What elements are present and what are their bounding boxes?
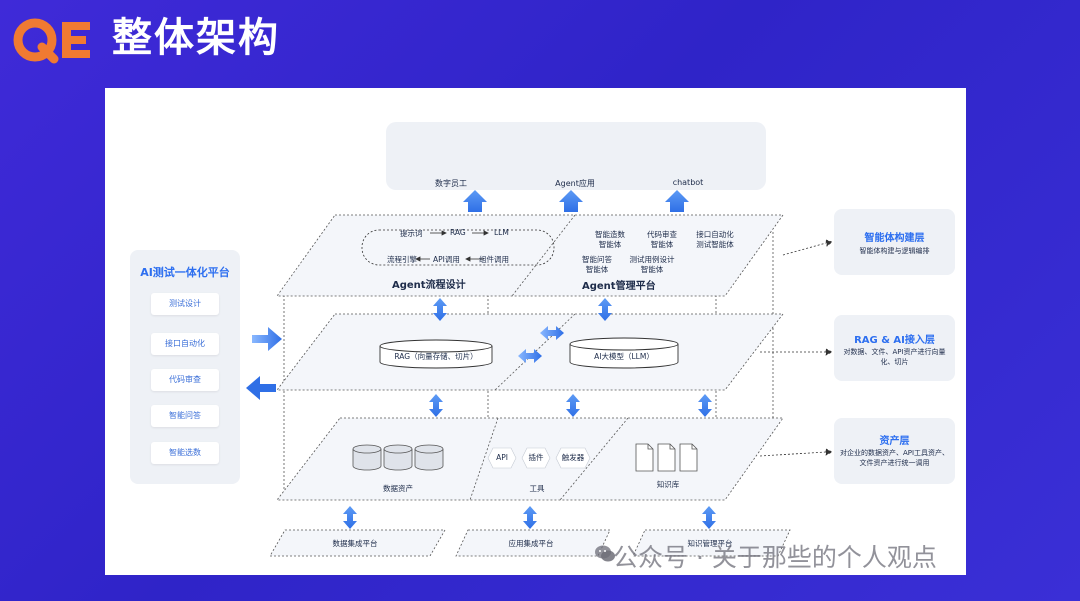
qe-logo [13, 18, 90, 64]
right-layer-agent-build: 智能体构建层 智能体构建与逻辑编排 [834, 209, 955, 275]
app-label-chatbot: chatbot [672, 178, 704, 187]
horizontal-arrows [518, 326, 564, 363]
right-layer-desc: 对数据、文件、API资产进行向量化、切片 [843, 348, 946, 366]
arrow-right-to-platform [252, 327, 282, 351]
agent-flow-loop [361, 229, 555, 266]
flow-chain-arrows [415, 230, 489, 262]
sidebar-item-api-automation[interactable]: 接口自动化 [151, 333, 219, 355]
chain-rag: RAG [450, 228, 466, 237]
agent-smart-data-l1: 智能造数 [595, 230, 625, 239]
agent-smart-qa-l2: 智能体 [585, 265, 609, 274]
agent-code-review-l2: 智能体 [650, 240, 674, 249]
right-layer-assets: 资产层 对企业的数据资产、API工具资产、文件资产进行统一调用 [834, 418, 955, 484]
agent-smart-qa-l1: 智能问答 [582, 255, 612, 264]
chain-flow-engine: 流程引擎 [387, 255, 417, 264]
agent-code-review-l1: 代码审查 [647, 230, 677, 239]
agent-layer-plane [276, 214, 784, 297]
agent-case-design-l1: 测试用例设计 [629, 255, 675, 264]
right-layer-rag-ai: RAG & AI接入层 对数据、文件、API资产进行向量化、切片 [834, 315, 955, 381]
tools-label: 工具 [529, 484, 545, 493]
agent-mgmt-title: Agent管理平台 [582, 281, 656, 292]
llm-label: AI大模型（LLM） [594, 352, 654, 361]
agent-flow-title: Agent流程设计 [392, 280, 466, 291]
application-layer [386, 122, 766, 190]
right-connectors [759, 239, 833, 457]
sidebar-item-test-design[interactable]: 测试设计 [151, 293, 219, 315]
tool-hexagons [487, 447, 591, 469]
chain-prompt: 提示词 [400, 229, 423, 238]
chain-llm: LLM [494, 228, 509, 237]
app-label-agent-app: Agent应用 [555, 179, 595, 188]
data-assets-label: 数据资产 [383, 484, 413, 493]
rag-cylinder [379, 339, 493, 369]
sidebar-item-code-review[interactable]: 代码审查 [151, 369, 219, 391]
tool-trigger: 触发器 [561, 453, 585, 462]
right-layer-title: 资产层 [879, 436, 910, 447]
platform-app-integration: 应用集成平台 [508, 539, 554, 548]
page-title: 整体架构 [112, 15, 280, 61]
platform-knowledge-mgmt: 知识管理平台 [687, 539, 733, 548]
platform-plane-1 [269, 529, 446, 557]
right-layer-desc: 对企业的数据资产、API工具资产、文件资产进行统一调用 [839, 449, 950, 467]
rag-storage-label: RAG（向量存储、切片） [394, 352, 478, 361]
platform-plane-3 [632, 529, 791, 557]
wechat-icon [595, 545, 615, 562]
platform-data-integration: 数据集成平台 [332, 539, 378, 548]
database-icons [352, 444, 444, 471]
chain-api-call: API调用 [433, 255, 460, 264]
knowledge-base-label: 知识库 [656, 480, 680, 489]
rag-layer-plane [276, 313, 784, 391]
chain-component-call: 组件调用 [479, 255, 509, 264]
double-arrows [343, 298, 716, 529]
app-label-digital-employee: 数字员工 [435, 179, 467, 188]
right-layer-desc: 智能体构建与逻辑编排 [859, 247, 930, 255]
right-layer-title: 智能体构建层 [864, 233, 925, 244]
arrow-left-to-sidebar [246, 376, 276, 400]
watermark: 公众号 · 关于那些的个人观点 [613, 543, 937, 572]
sidebar-item-smart-qa[interactable]: 智能问答 [151, 405, 219, 427]
tool-api: API [496, 453, 508, 462]
up-arrows [463, 190, 689, 212]
agent-api-auto-l1: 接口自动化 [696, 230, 734, 239]
sidebar-item-smart-data[interactable]: 智能选数 [151, 442, 219, 464]
agent-case-design-l2: 智能体 [640, 265, 664, 274]
document-icons [635, 443, 698, 472]
right-layer-title: RAG & AI接入层 [854, 335, 935, 346]
llm-cylinder [569, 337, 679, 369]
agent-api-auto-l2: 测试智能体 [696, 240, 734, 249]
agent-smart-data-l2: 智能体 [598, 240, 622, 249]
tool-plugin: 插件 [528, 453, 544, 462]
sidebar-title: AI测试一体化平台 [140, 266, 230, 279]
platform-plane-2 [455, 529, 611, 557]
